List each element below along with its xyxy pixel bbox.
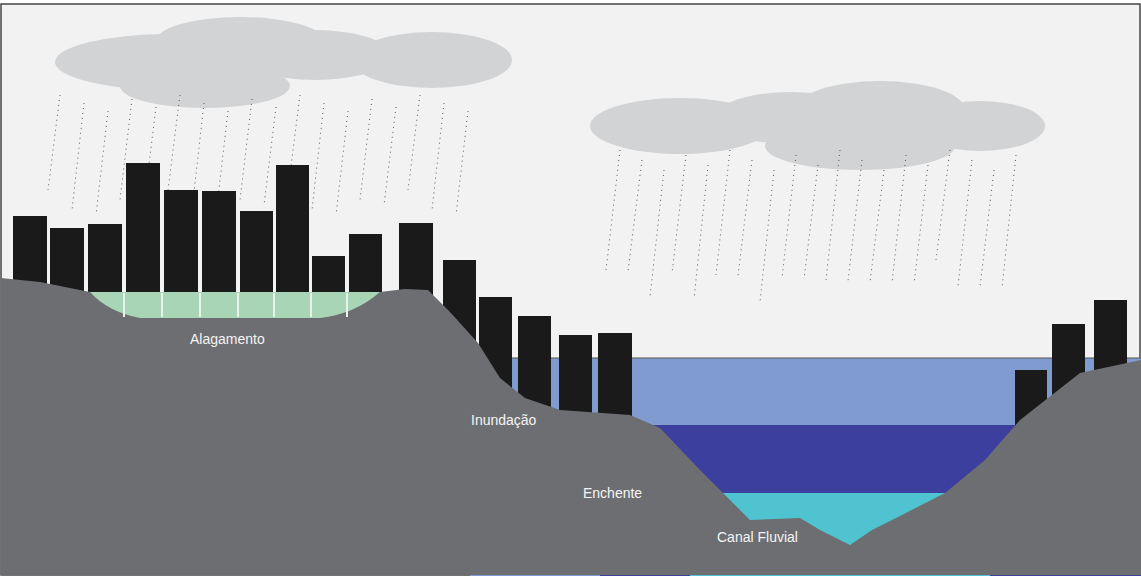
building-line	[199, 293, 201, 317]
rain-stroke	[96, 111, 108, 215]
rain-stroke	[264, 107, 276, 205]
rain-stroke	[48, 95, 60, 190]
alagamento-water	[90, 292, 380, 318]
area-label: Inundação	[471, 412, 536, 428]
rain-stroke	[782, 155, 796, 278]
rain-stroke	[892, 155, 906, 283]
building-lines	[124, 293, 347, 317]
building-line	[161, 293, 163, 317]
building-line	[237, 293, 239, 317]
rain-stroke	[168, 95, 180, 190]
building-line	[346, 293, 348, 317]
building-line	[123, 293, 125, 317]
rain-stroke	[628, 160, 642, 271]
rain-stroke	[360, 99, 372, 200]
building-line	[310, 293, 312, 317]
area-label: Canal Fluvial	[717, 529, 798, 545]
rain-stroke	[804, 165, 818, 279]
rain-stroke	[958, 160, 972, 286]
rain-stroke	[456, 111, 468, 215]
rain-stroke	[240, 99, 252, 200]
rain-stroke	[936, 150, 950, 260]
ground	[1, 278, 1141, 575]
rain-stroke	[408, 95, 420, 190]
area-label: Alagamento	[190, 331, 265, 347]
left-cloud	[55, 17, 512, 108]
building-line	[273, 293, 275, 317]
rain-stroke	[384, 107, 396, 205]
rain-stroke	[870, 170, 884, 282]
rain-stroke	[432, 103, 444, 210]
rain-stroke	[694, 165, 708, 299]
rain-stroke	[672, 155, 686, 273]
rain-stroke	[1002, 155, 1016, 288]
background	[1, 4, 1140, 575]
rain-stroke	[336, 111, 348, 215]
rain-stroke	[914, 165, 928, 284]
rain-stroke	[848, 160, 862, 281]
rain-stroke	[760, 170, 774, 302]
rain-stroke	[72, 103, 84, 210]
right-cloud	[590, 81, 1045, 170]
rain-stroke	[738, 160, 752, 276]
area-label: Enchente	[583, 485, 642, 501]
rain-stroke	[312, 103, 324, 210]
rain-stroke	[606, 150, 620, 270]
rain-stroke	[980, 170, 994, 287]
rain-stroke	[650, 170, 664, 297]
rain-stroke	[826, 150, 840, 280]
rain-stroke	[716, 150, 730, 275]
